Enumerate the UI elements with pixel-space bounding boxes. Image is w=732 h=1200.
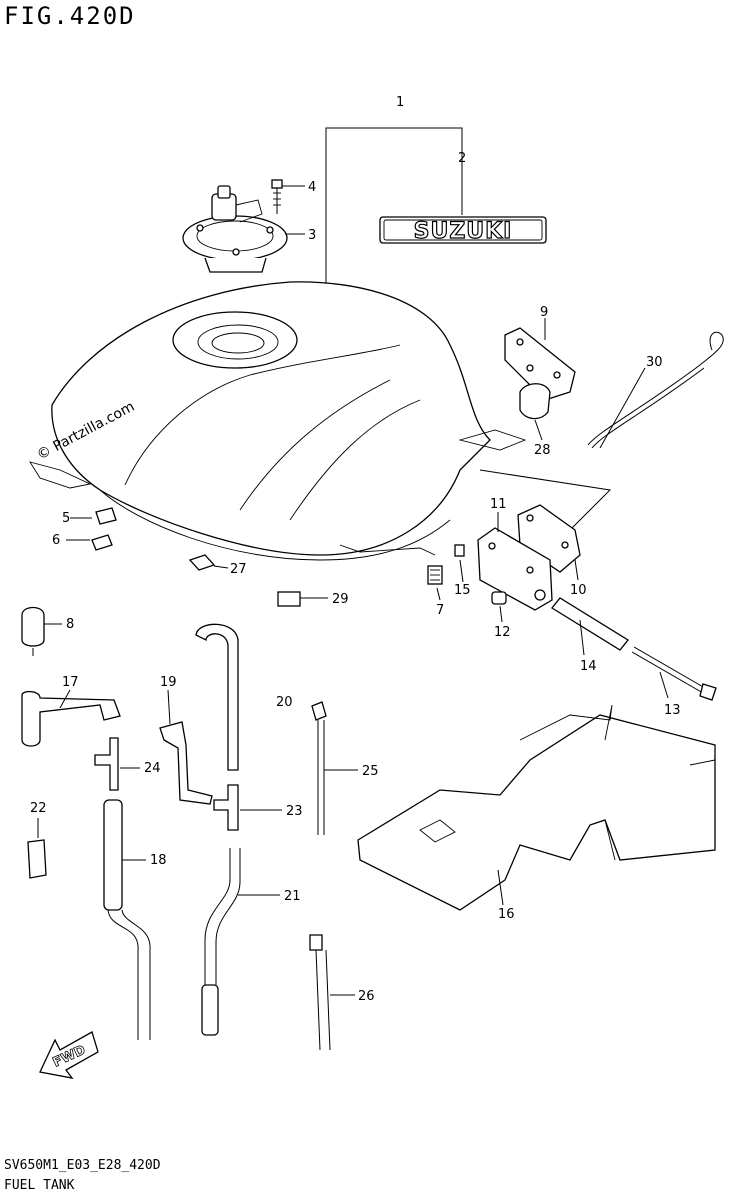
callout-29: 29 bbox=[332, 592, 349, 607]
callout-22: 22 bbox=[30, 801, 47, 816]
fuel-tank[interactable] bbox=[29, 281, 527, 561]
callout-2: 2 bbox=[458, 151, 466, 166]
callout-21: 21 bbox=[284, 889, 301, 904]
callout-labels: 1 2 3 4 5 6 7 8 9 10 11 12 13 14 15 16 1… bbox=[30, 95, 681, 1004]
callout-28: 28 bbox=[534, 443, 551, 458]
callout-27: 27 bbox=[230, 562, 247, 577]
callout-11: 11 bbox=[490, 497, 507, 512]
callout-25: 25 bbox=[362, 764, 379, 779]
hook-rod[interactable] bbox=[587, 331, 724, 449]
callout-19: 19 bbox=[160, 675, 177, 690]
hinge-bolt[interactable] bbox=[631, 646, 717, 701]
fwd-arrow: FWD bbox=[39, 1031, 99, 1079]
hose-18[interactable] bbox=[103, 799, 151, 1040]
hose-long[interactable] bbox=[195, 623, 239, 771]
callout-17: 17 bbox=[62, 675, 79, 690]
fuel-cap[interactable] bbox=[182, 185, 288, 273]
hose-21[interactable] bbox=[201, 848, 241, 1036]
hinge-bracket[interactable] bbox=[517, 504, 581, 573]
footer-name: FUEL TANK bbox=[4, 1178, 75, 1193]
rear-bracket[interactable] bbox=[504, 327, 576, 401]
callout-30: 30 bbox=[646, 355, 663, 370]
grommet-6[interactable] bbox=[91, 534, 113, 551]
callout-7: 7 bbox=[436, 603, 444, 618]
small-pad[interactable] bbox=[454, 544, 465, 557]
footer-code: SV650M1_E03_E28_420D bbox=[4, 1158, 161, 1173]
callout-8: 8 bbox=[66, 617, 74, 632]
callout-23: 23 bbox=[286, 804, 303, 819]
figure-title: FIG.420D bbox=[4, 2, 136, 30]
callout-20: 20 bbox=[276, 695, 293, 710]
hose-19[interactable] bbox=[159, 721, 213, 805]
cushion[interactable] bbox=[519, 383, 551, 420]
drain-cap[interactable] bbox=[21, 606, 45, 657]
joint-24[interactable] bbox=[94, 737, 119, 791]
heat-shield[interactable] bbox=[357, 704, 716, 911]
callout-1: 1 bbox=[396, 95, 404, 110]
collar[interactable] bbox=[491, 591, 507, 605]
callout-13: 13 bbox=[664, 703, 681, 718]
callout-16: 16 bbox=[498, 907, 515, 922]
damper-5[interactable] bbox=[95, 507, 117, 525]
joint-23[interactable] bbox=[213, 784, 239, 831]
clamp-20[interactable] bbox=[311, 701, 327, 835]
sleeve[interactable] bbox=[551, 597, 629, 651]
cap-bolt[interactable] bbox=[271, 179, 283, 214]
callout-leaders bbox=[37, 185, 669, 996]
suzuki-emblem[interactable]: SUZUKI bbox=[379, 216, 547, 245]
part-1-bracket bbox=[325, 127, 463, 285]
pad-22[interactable] bbox=[27, 839, 47, 879]
hinge-plate[interactable] bbox=[477, 527, 553, 611]
callout-9: 9 bbox=[540, 305, 548, 320]
pad-27[interactable] bbox=[188, 554, 216, 571]
callout-12: 12 bbox=[494, 625, 511, 640]
emblem-text: SUZUKI bbox=[414, 219, 513, 244]
callout-24: 24 bbox=[144, 761, 161, 776]
callout-10: 10 bbox=[570, 583, 587, 598]
callout-6: 6 bbox=[52, 533, 60, 548]
callout-26: 26 bbox=[358, 989, 375, 1004]
block-29[interactable] bbox=[277, 591, 301, 607]
callout-3: 3 bbox=[308, 228, 316, 243]
rubber-pad[interactable] bbox=[427, 565, 443, 585]
callout-14: 14 bbox=[580, 659, 597, 674]
callout-18: 18 bbox=[150, 853, 167, 868]
hose-17[interactable] bbox=[21, 690, 121, 747]
cable-tie-26[interactable] bbox=[309, 934, 331, 1051]
callout-4: 4 bbox=[308, 180, 316, 195]
callout-15: 15 bbox=[454, 583, 471, 598]
callout-5: 5 bbox=[62, 511, 70, 526]
hinge-leader bbox=[479, 469, 612, 541]
